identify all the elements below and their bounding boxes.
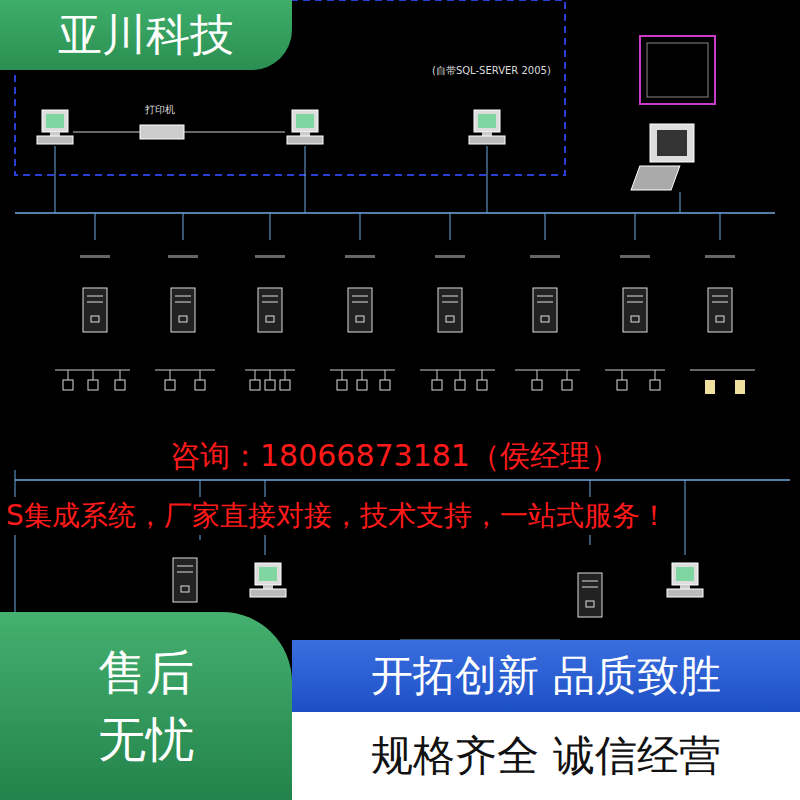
slogan-band: 开拓创新 品质致胜: [292, 640, 800, 712]
brand-banner: 亚川科技: [0, 0, 292, 70]
contact-text: 咨询：18066873181（侯经理）: [168, 436, 622, 477]
server-label: (自带SQL-SERVER 2005): [430, 64, 553, 78]
promo-text: S集成系统，厂家直接对接，技术支持，一站式服务！: [4, 497, 670, 535]
device-label: 打印机: [143, 103, 177, 117]
slogan-band: 规格齐全 诚信经营: [292, 712, 800, 800]
node-text: 售后: [98, 639, 194, 706]
service-panel: 售后无忧: [0, 612, 292, 800]
node-text: 开拓创新 品质致胜: [371, 647, 720, 706]
node-text: 规格齐全 诚信经营: [371, 727, 720, 786]
node-text: 亚川科技: [58, 4, 234, 66]
node-text: 无忧: [98, 706, 194, 773]
